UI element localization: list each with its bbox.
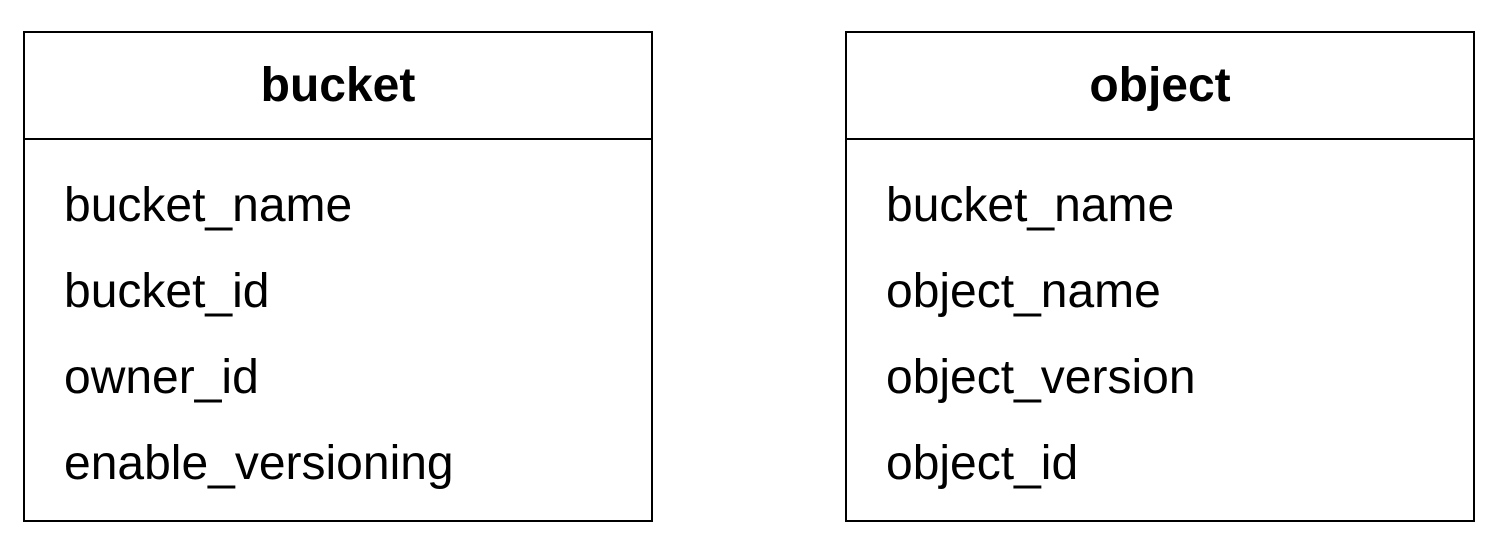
bucket-field-bucket-id: bucket_id xyxy=(64,265,270,318)
bucket-table: bucket bucket_name bucket_id owner_id en… xyxy=(23,31,653,522)
bucket-field-owner-id: owner_id xyxy=(64,351,259,404)
object-field-bucket-name: bucket_name xyxy=(886,179,1175,232)
object-field-object-id: object_id xyxy=(886,437,1079,490)
object-field-list: bucket_name object_name object_version o… xyxy=(847,140,1473,522)
object-field-object-name: object_name xyxy=(886,265,1161,318)
object-table-title: object xyxy=(847,33,1473,140)
object-field-object-version: object_version xyxy=(886,351,1196,404)
object-table: object bucket_name object_name object_ve… xyxy=(845,31,1475,522)
bucket-table-title: bucket xyxy=(25,33,651,140)
bucket-field-bucket-name: bucket_name xyxy=(64,179,353,232)
bucket-field-list: bucket_name bucket_id owner_id enable_ve… xyxy=(25,140,651,522)
bucket-field-enable-versioning: enable_versioning xyxy=(64,437,454,490)
